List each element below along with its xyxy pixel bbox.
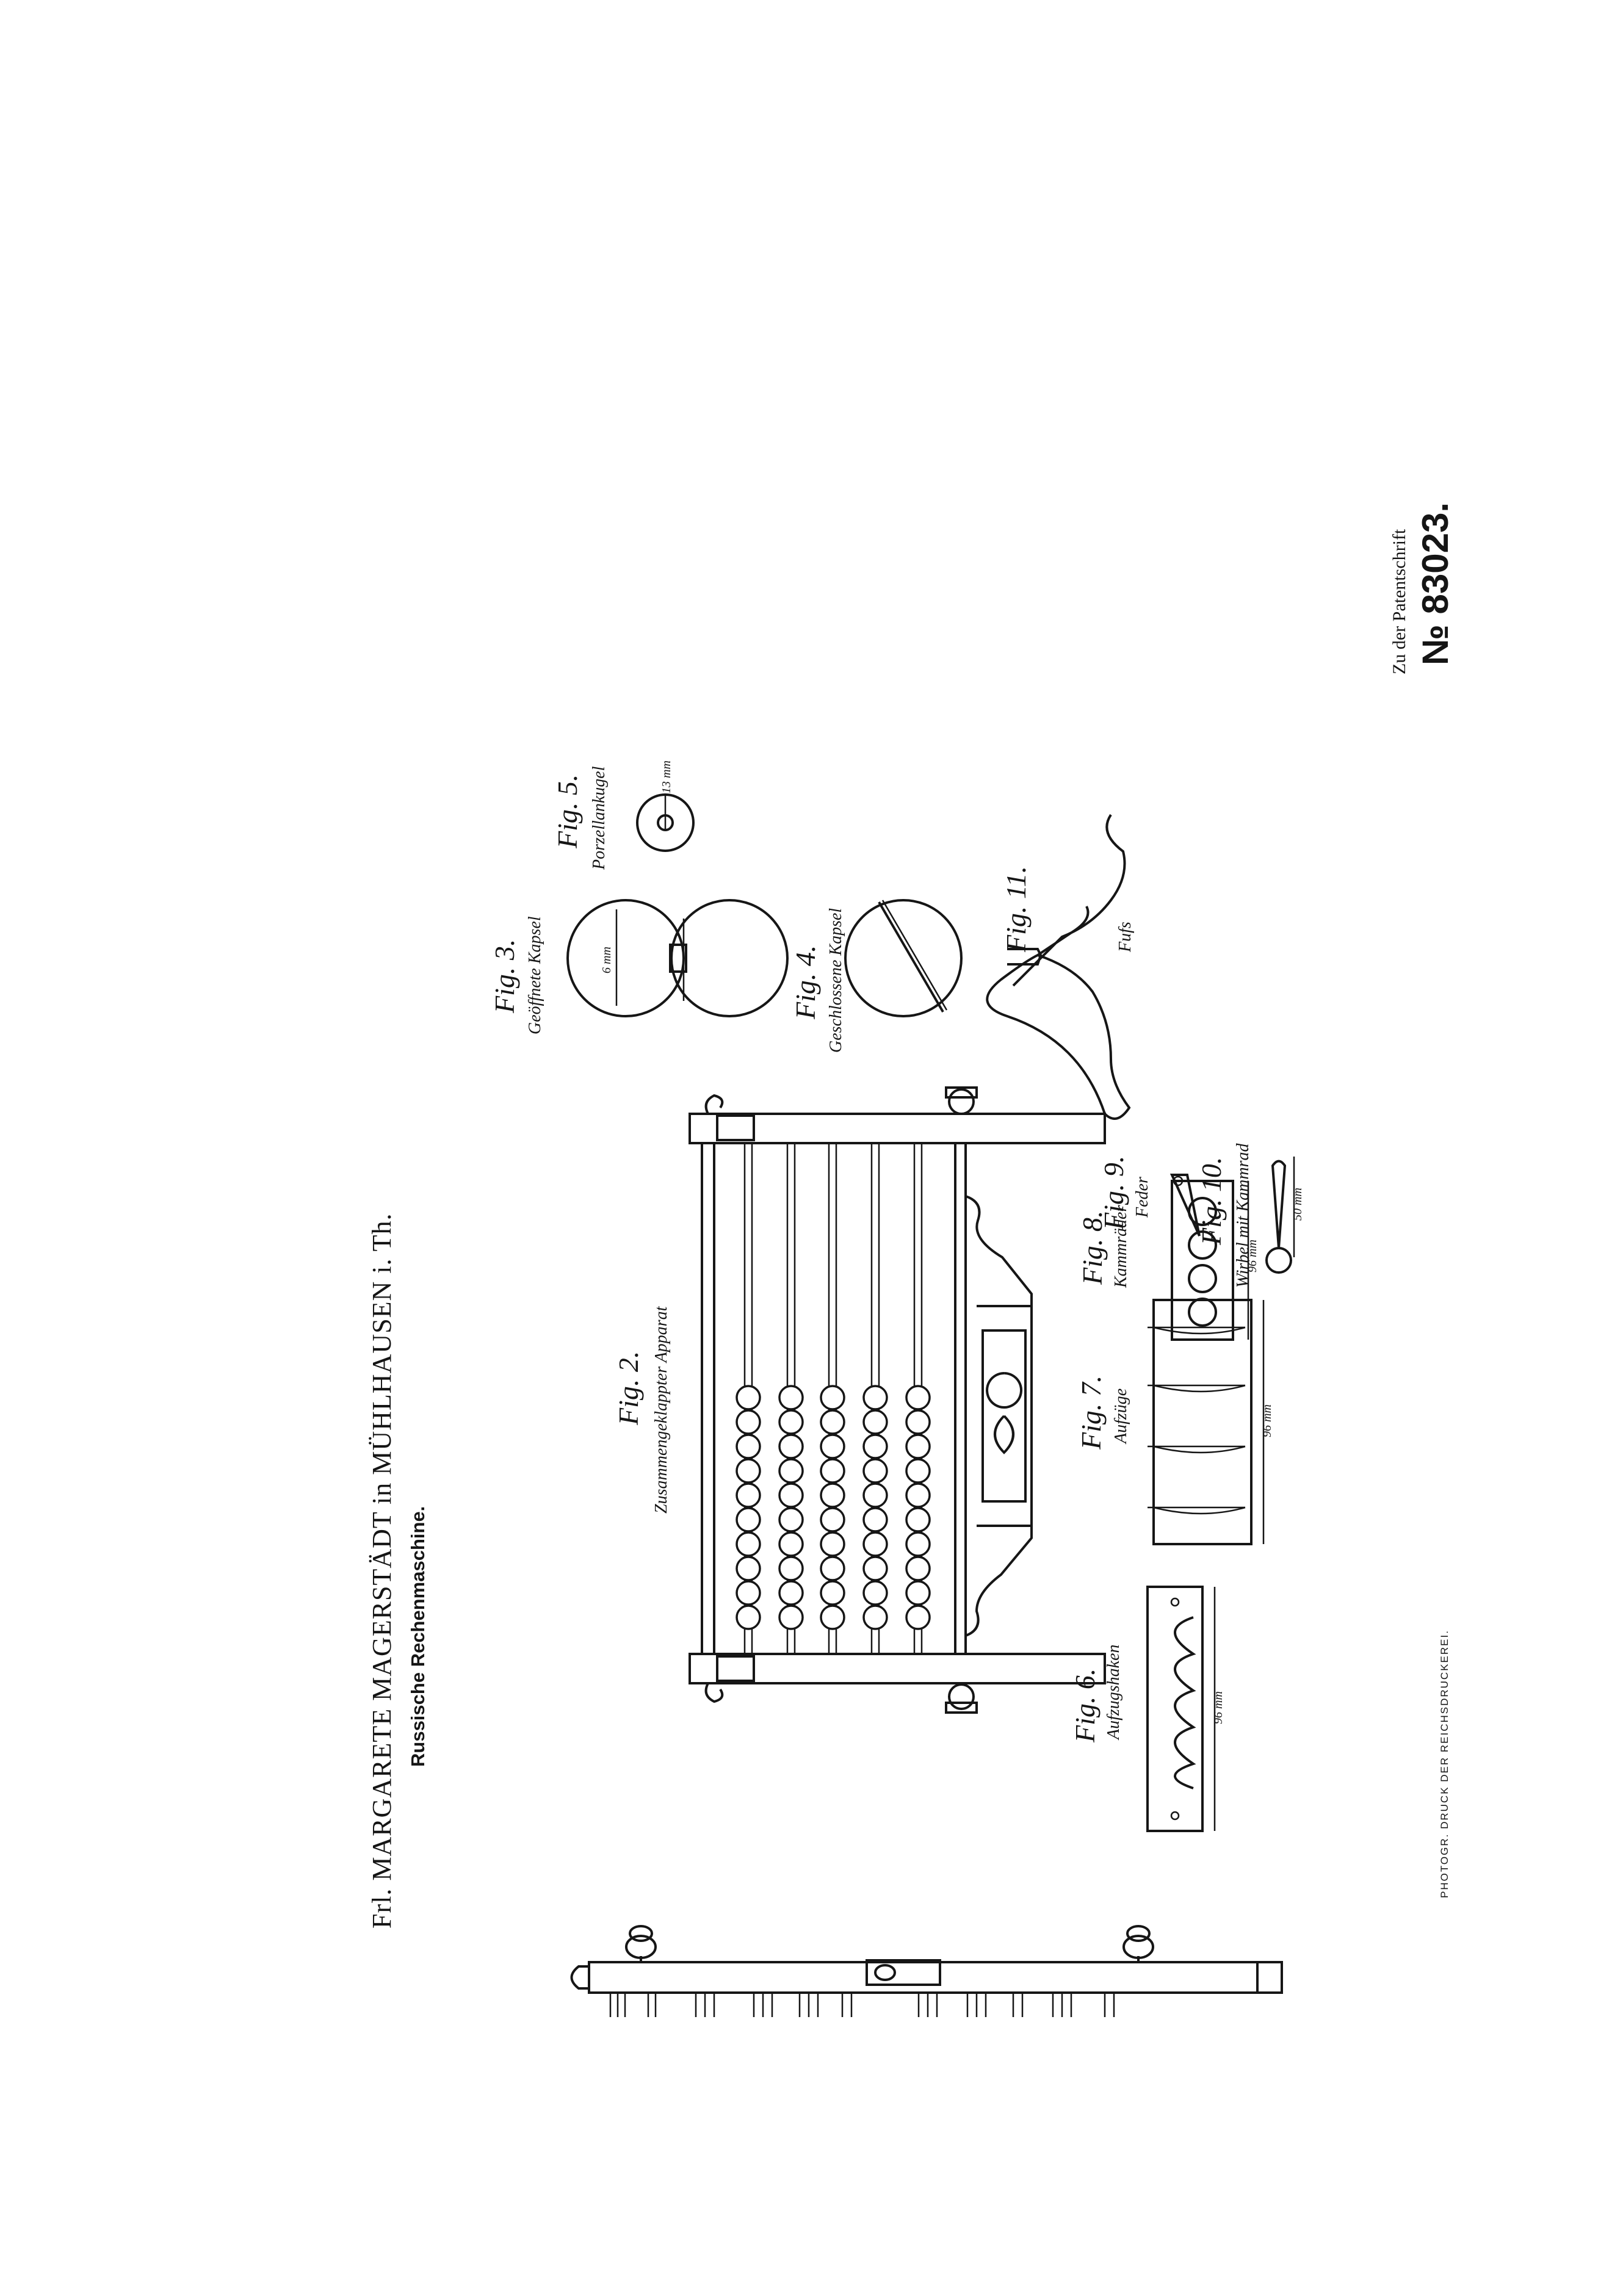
fig1-rod-ends: [609, 1993, 1115, 2017]
fig7-dimension: 96 mm: [1260, 1404, 1274, 1437]
fig3-opened-capsule: 6 mm Fig. 3. Geöffnete Kapsel: [489, 899, 789, 1034]
fig10-dimension: 50 mm: [1291, 1188, 1304, 1221]
fig11-number: Fig. 11.: [1000, 866, 1032, 953]
printer-imprint: PHOTOGR. DRUCK DER REICHSDRUCKEREI.: [1439, 1630, 1450, 1898]
fig2-knob-top: [945, 1086, 978, 1115]
fig3-caption: Geöffnete Kapsel: [526, 916, 544, 1034]
fig10-peg-with-comb-wheel: 50 mm Fig. 10. Wirbel mit Kammrad: [1196, 1143, 1304, 1288]
fig2-ornamental-stand: [965, 1195, 1033, 1637]
fig2-beads-row-2: [778, 1385, 804, 1630]
patent-reference-label: Zu der Patentschrift: [1389, 529, 1409, 674]
fig2-hook-bottom: [704, 1683, 724, 1703]
fig2-bottom-post: [689, 1653, 1106, 1684]
fig6-number: Fig. 6.: [1069, 1669, 1101, 1743]
fig1-left-knob: [570, 1965, 589, 1990]
fig8-comb-wheels: 96 mm Fig. 8. Kammräder: [1077, 1180, 1259, 1341]
fig11-caption: Fufs: [1116, 922, 1135, 953]
fig5-number: Fig. 5.: [552, 774, 583, 849]
fig6-dimension: 96 mm: [1212, 1691, 1225, 1724]
fig1-top-knob-1: [625, 1925, 657, 1962]
title-line: Russische Rechenmaschine.: [407, 1506, 428, 1767]
fig2-knob-bottom: [945, 1683, 978, 1714]
fig7-caption: Aufzüge: [1112, 1388, 1130, 1445]
fig9-number: Fig. 9.: [1098, 1156, 1129, 1230]
fig5-porcelain-ball: 13 mm Fig. 5. Porzellankugel: [552, 760, 695, 870]
fig2-hook-top: [704, 1094, 724, 1114]
inventor-line: Frl. MARGARETE MAGERSTÄDT in MÜHLHAUSEN …: [367, 1213, 397, 1929]
fig10-number: Fig. 10.: [1196, 1157, 1227, 1246]
fig6-hook-plate: 96 mm Fig. 6. Aufzugshaken: [1069, 1586, 1225, 1832]
fig7-lifts: 96 mm Fig. 7. Aufzüge: [1075, 1299, 1274, 1545]
fig3-number: Fig. 3.: [489, 939, 520, 1014]
fig4-caption: Geschlossene Kapsel: [826, 908, 845, 1053]
fig5-caption: Porzellankugel: [590, 766, 609, 870]
fig11-foot: Fufs Fig. 11.: [986, 814, 1135, 1120]
fig2-beads-row-3: [820, 1385, 845, 1630]
fig1-hinge: [866, 1959, 941, 1986]
fig9-spring: Fig. 9. Feder: [1098, 1156, 1201, 1236]
fig2-beads-row-1: [736, 1385, 761, 1630]
fig7-number: Fig. 7.: [1075, 1376, 1107, 1450]
fig9-caption: Feder: [1133, 1177, 1152, 1218]
fig2-beads-row-5: [905, 1385, 931, 1630]
fig8-number: Fig. 8.: [1077, 1211, 1108, 1285]
fig5-dimension: 13 mm: [660, 760, 673, 793]
fig4-number: Fig. 4.: [790, 945, 821, 1020]
fig8-dimension: 96 mm: [1246, 1240, 1259, 1273]
patent-number: № 83023.: [1415, 502, 1456, 665]
fig2-top-post: [689, 1113, 1106, 1144]
fig4-closed-capsule: Fig. 4. Geschlossene Kapsel: [790, 899, 963, 1053]
fig6-caption: Aufzugshaken: [1104, 1644, 1123, 1741]
fig2-abacus-frame: Fig. 2. Zusammengeklappter Apparat: [613, 1086, 1106, 1714]
fig2-number: Fig. 2.: [613, 1351, 644, 1426]
fig8-caption: Kammräder: [1112, 1205, 1130, 1288]
fig10-caption: Wirbel mit Kammrad: [1234, 1143, 1252, 1288]
fig1-rail: [588, 1961, 1283, 1994]
fig6-plate: [1146, 1586, 1204, 1832]
fig1-side-view: [570, 1925, 1283, 2017]
fig1-top-knob-2: [1122, 1925, 1154, 1962]
fig1-rail-end: [1256, 1961, 1283, 1994]
fig8-plate: [1171, 1180, 1234, 1341]
fig3-dimension: 6 mm: [600, 947, 613, 973]
fig2-beads-row-4: [862, 1385, 888, 1630]
fig2-caption: Zusammengeklappter Apparat: [652, 1305, 671, 1514]
